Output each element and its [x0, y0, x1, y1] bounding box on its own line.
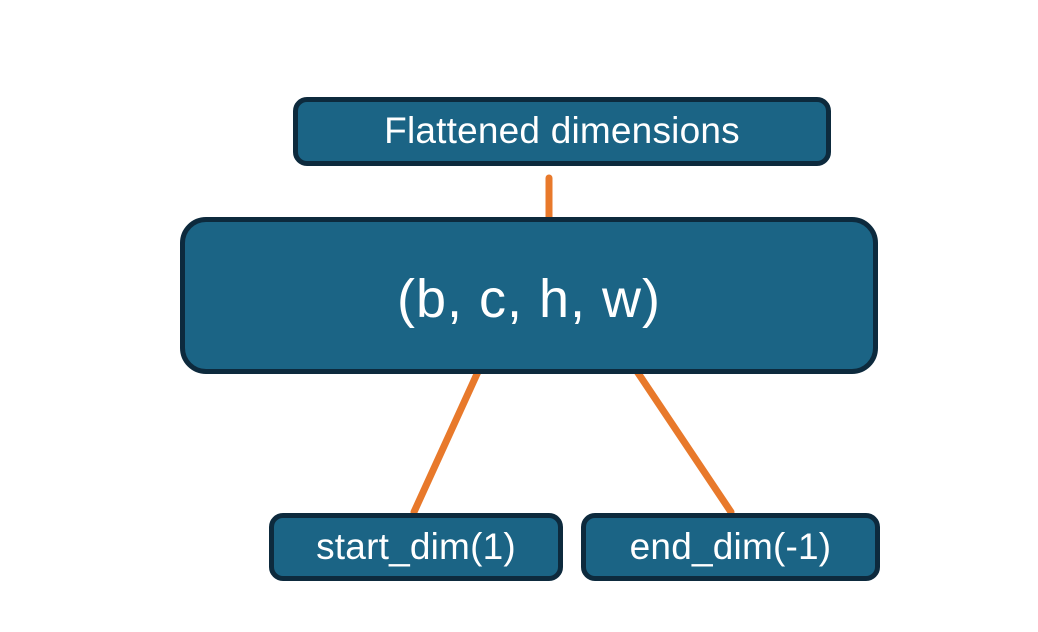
tensor-shape-box[interactable]: (b, c, h, w) [180, 217, 878, 374]
end-dim-label: end_dim(-1) [629, 525, 832, 567]
flattened-dimensions-box[interactable]: Flattened dimensions [293, 97, 831, 166]
flattened-dimensions-label: Flattened dimensions [384, 110, 740, 152]
start-dim-box[interactable]: start_dim(1) [269, 513, 563, 581]
tensor-shape-label: (b, c, h, w) [396, 268, 662, 329]
end-dim-box[interactable]: end_dim(-1) [581, 513, 880, 581]
start-dim-label: start_dim(1) [316, 525, 516, 567]
